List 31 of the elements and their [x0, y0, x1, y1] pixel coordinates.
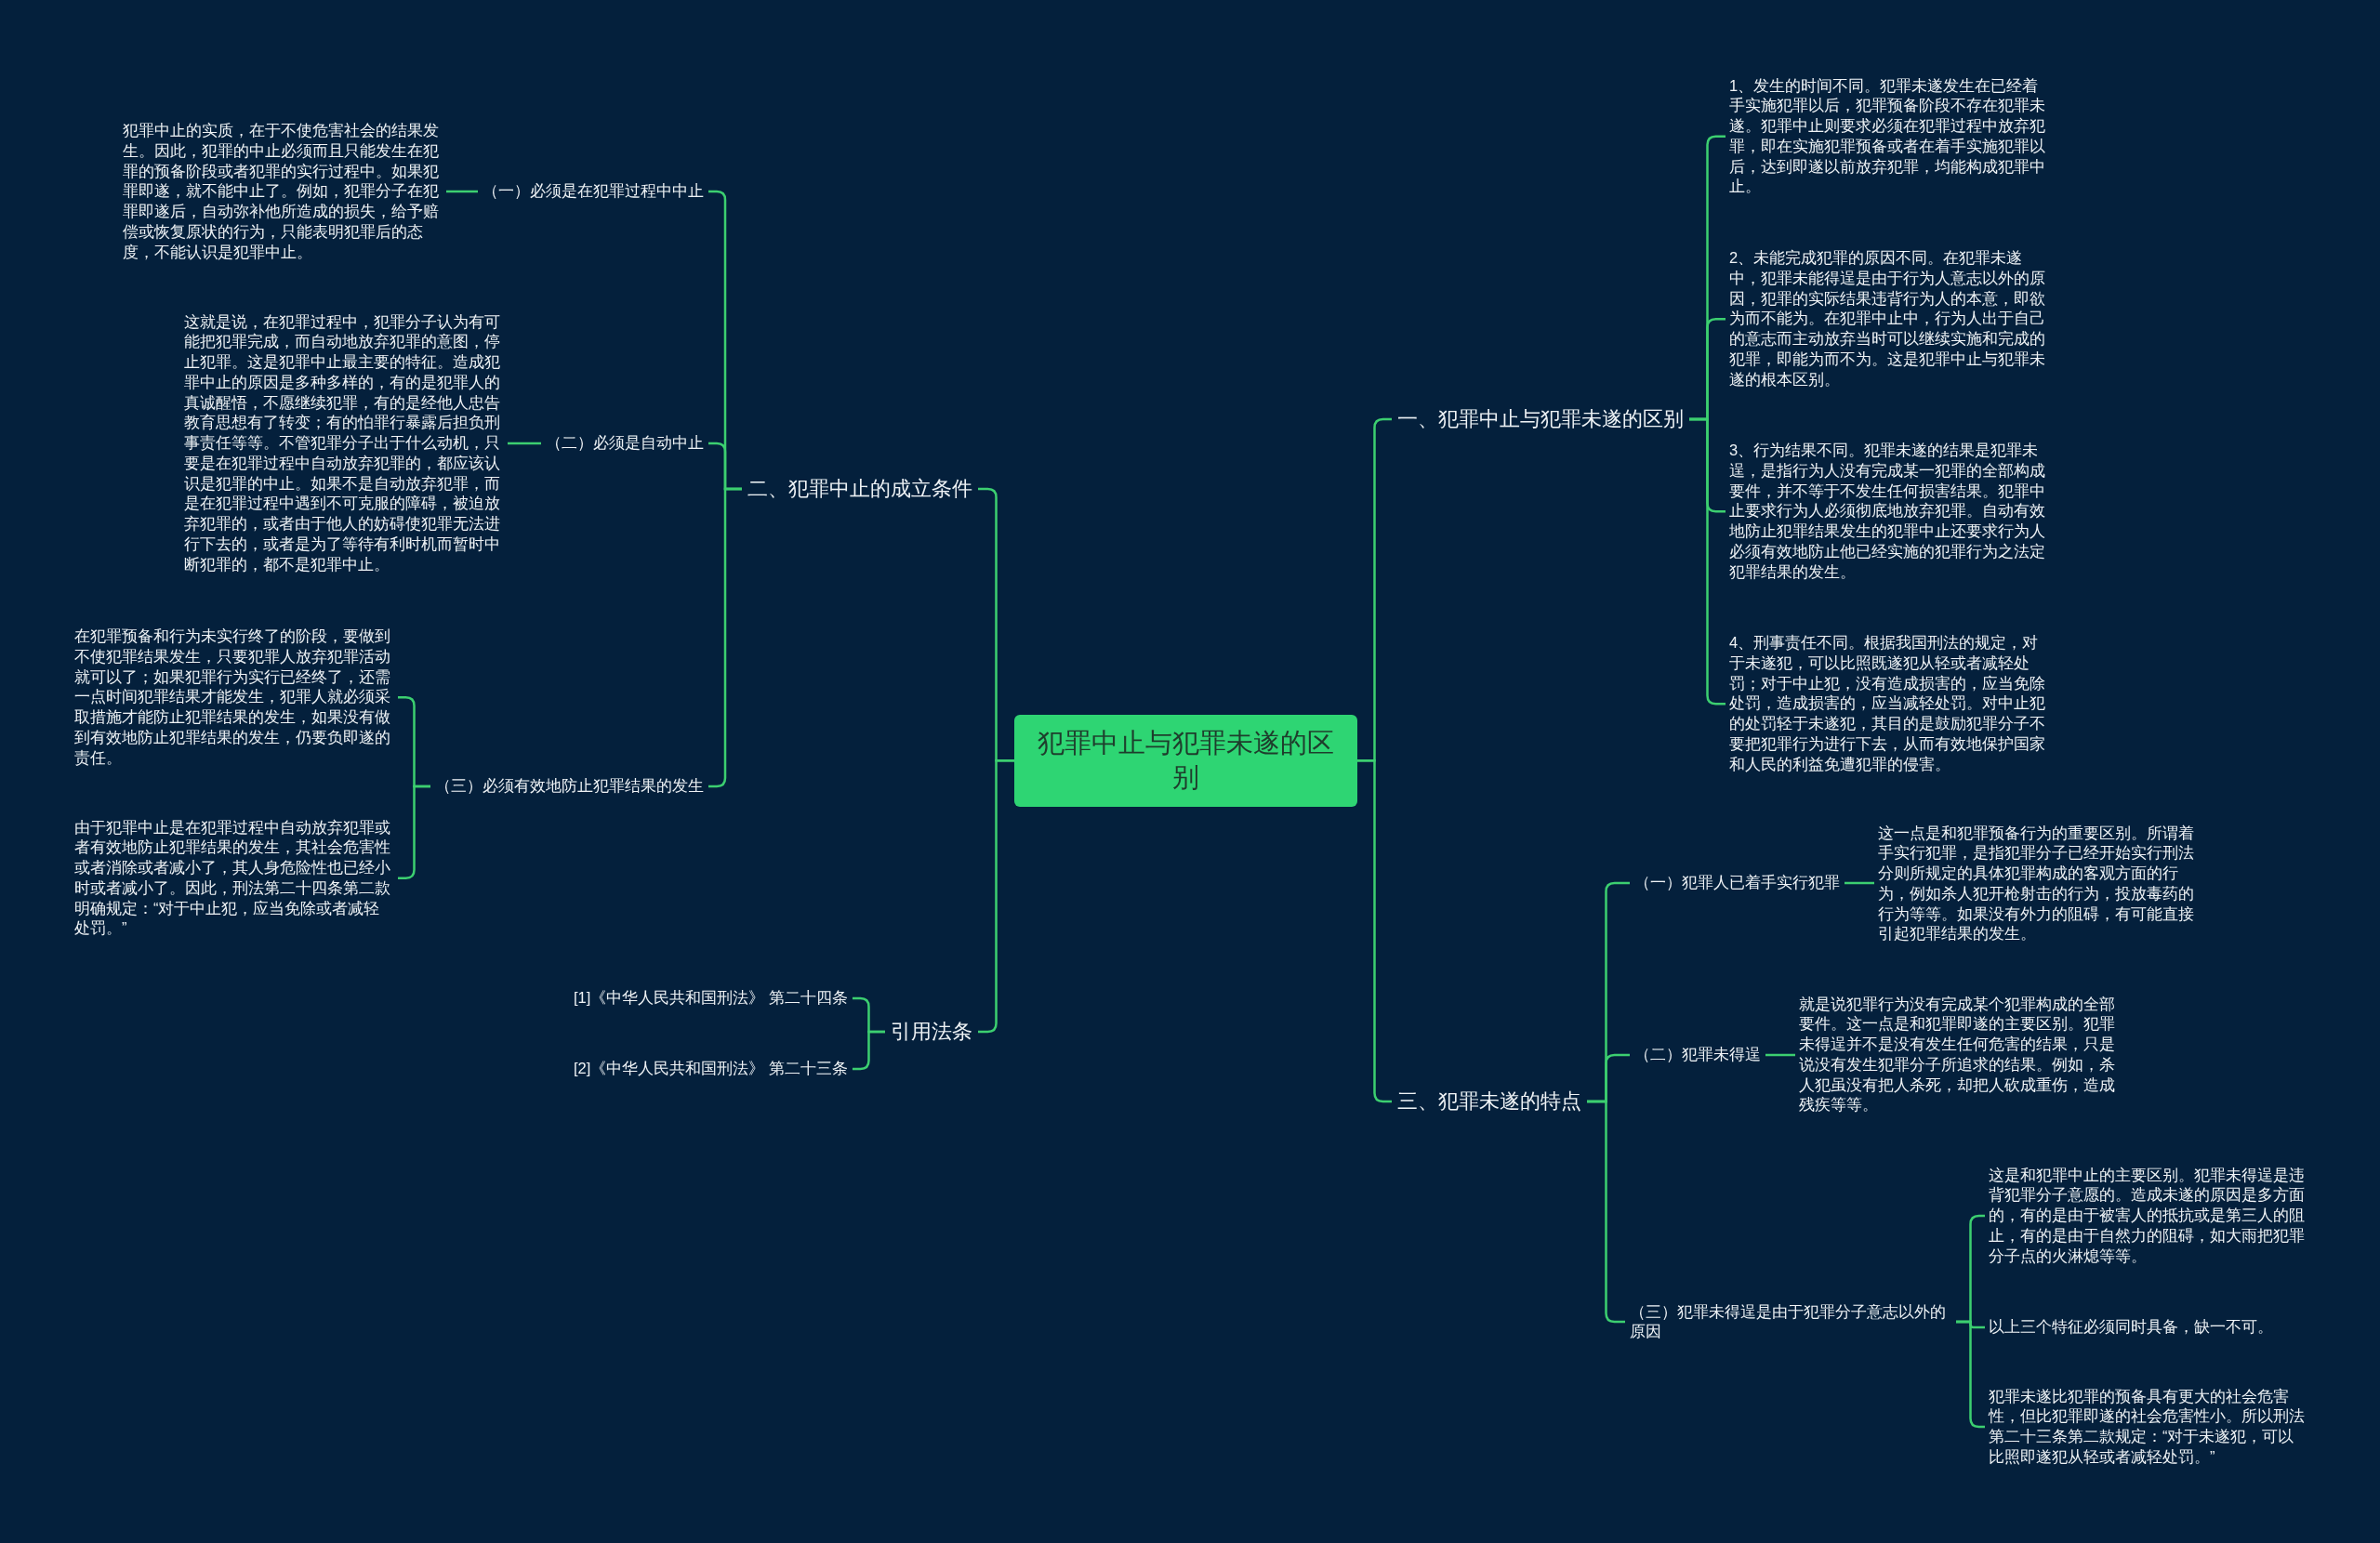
subtopic-label: （一）必须是在犯罪过程中中止: [478, 178, 708, 204]
connector-line: [852, 1030, 885, 1071]
subtopic-label: [2]《中华人民共和国刑法》 第二十三条: [569, 1056, 853, 1082]
subtopic-label: （三）犯罪未得逞是由于犯罪分子意志以外的原因: [1625, 1299, 1956, 1345]
note-text: 就是说犯罪行为没有完成某个犯罪构成的全部要件。这一点是和犯罪即遂的主要区别。犯罪未得逞并不是没有发生任何危害的结果，只是说没有发生犯罪分子所追求的结果。例如，杀人犯虽没有把人杀死，却把人砍成重伤，造成残疾等等。: [1795, 991, 2122, 1119]
note-text: 这一点是和犯罪预备行为的重要区别。所谓着手实行犯罪，是指犯罪分子已经开始实行刑法分则所规定的具体犯罪构成的客观方面的行为，例如杀人犯开枪射击的行为，投放毒药的行为等等。如果没有外力的阻碍，有可能直接引起犯罪结果的发生。: [1874, 820, 2202, 948]
note-text: 2、未能完成犯罪的原因不同。在犯罪未遂中，犯罪未能得逞是由于行为人意志以外的原因，犯罪的实际结果违背行为人的本意，即欲为而不能为。在犯罪中止中，行为人出于自己的意志而主动放弃当时可以继续实施和完成的犯罪，即能为而不为。这是犯罪中止与犯罪未遂的根本区别。: [1726, 245, 2053, 393]
note-text: 犯罪未遂比犯罪的预备具有更大的社会危害性，但比犯罪即遂的社会危害性小。所以刑法第二十三条第二款规定：“对于未遂犯，可以比照即遂犯从轻或者减轻处罚。”: [1985, 1383, 2312, 1470]
connector-line: [446, 190, 478, 193]
branch-label: 引用法条: [885, 1015, 978, 1048]
note-text: 这就是说，在犯罪过程中，犯罪分子认为有可能把犯罪完成，而自动地放弃犯罪的意图，停止犯罪。这是犯罪中止最主要的特征。造成犯罪中止的原因是多种多样的，有的是犯罪人的真诚醒悟，不愿继续犯罪，有的是经他人忠告教育思想有了转变；有的怕罪行暴露后担负刑事责任等等。不管犯罪分子出于什么动机，只要是在犯罪过程中自动放弃犯罪的，都应该认识是犯罪的中止。如果不是自动放弃犯罪，而是在犯罪过程中遇到不可克服的障碍，被迫放弃犯罪的，或者由于他人的妨碍使犯罪无法进行下去的，或者是为了等待有利时机而暂时中断犯罪的，都不是犯罪中止。: [180, 309, 508, 578]
subtopic-label: （三）必须有效地防止犯罪结果的发生: [430, 773, 708, 799]
subtopic-label: （二）必须是自动中止: [541, 430, 708, 456]
branch-label: 一、犯罪中止与犯罪未遂的区别: [1392, 402, 1689, 436]
note-text: 这是和犯罪中止的主要区别。犯罪未得逞是违背犯罪分子意愿的。造成未遂的原因是多方面的，有的是由于被害人的抵抗或是第三人的阻止，有的是由于自然力的阻碍，如大雨把犯罪分子点的火淋熄等等。: [1985, 1162, 2312, 1270]
note-text: 以上三个特征必须同时具备，缺一不可。: [1985, 1314, 2312, 1340]
note-text: 犯罪中止的实质，在于不使危害社会的结果发生。因此，犯罪的中止必须而且只能发生在犯罪的预备阶段或者犯罪的实行过程中。如果犯罪即遂，就不能中止了。例如，犯罪分子在犯罪即遂后，自动弥补他所造成的损失，给予赔偿或恢复原状的行为，只能表明犯罪后的态度，不能认识是犯罪中止。: [119, 118, 446, 266]
branch-label: 二、犯罪中止的成立条件: [742, 472, 978, 506]
connector-line: [1765, 1053, 1795, 1057]
note-text: 3、行为结果不同。犯罪未遂的结果是犯罪未逞，是指行为人没有完成某一犯罪的全部构成要件，并不等于不发生任何损害结果。犯罪中止要求行为人必须彻底地放弃犯罪。自动有效地防止犯罪结果发生的犯罪中止还要求行为人必须有效地防止他已经实施的犯罪行为之法定犯罪结果的发生。: [1726, 438, 2053, 586]
note-text: 在犯罪预备和行为未实行终了的阶段，要做到不使犯罪结果发生，只要犯罪人放弃犯罪活动就可以了；如果犯罪行为实行已经终了，还需一点时间犯罪结果才能发生，犯罪人就必须采取措施才能防止犯罪结果的发生，如果没有做到有效地防止犯罪结果的发生，仍要负即遂的责任。: [71, 624, 398, 772]
note-text: 4、刑事责任不同。根据我国刑法的规定，对于未遂犯，可以比照既遂犯从轻或者减轻处罚；对于中止犯，没有造成损害的，应当免除处罚，造成损害的，应当减轻处罚。对中止犯的处罚轻于未遂犯，其目的是鼓励犯罪分子不要把犯罪行为进行下去，从而有效地保护国家和人民的利益免遭犯罪的侵害。: [1726, 630, 2053, 778]
subtopic-label: [1]《中华人民共和国刑法》 第二十四条: [569, 985, 853, 1011]
connector-line: [508, 442, 541, 445]
note-text: 1、发生的时间不同。犯罪未遂发生在已经着手实施犯罪以后，犯罪预备阶段不存在犯罪未遂。犯罪中止则要求必须在犯罪过程中放弃犯罪，即在实施犯罪预备或者在着手实施犯罪以后，达到即遂以前放弃犯罪，均能构成犯罪中止。: [1726, 73, 2053, 201]
subtopic-label: （二）犯罪未得逞: [1630, 1042, 1765, 1068]
central-topic-box: 犯罪中止与犯罪未遂的区别: [1014, 714, 1357, 807]
note-text: 由于犯罪中止是在犯罪过程中自动放弃犯罪或者有效地防止犯罪结果的发生，其社会危害性或者消除或者减小了，其人身危险性也已经小时或者减小了。因此，刑法第二十四条第二款明确规定：“对于中止犯，应当免除或者减轻处罚。”: [71, 814, 398, 943]
branch-label: 三、犯罪未遂的特点: [1392, 1085, 1587, 1118]
connector-line: [1844, 881, 1874, 885]
subtopic-label: （一）犯罪人已着手实行犯罪: [1630, 870, 1844, 896]
